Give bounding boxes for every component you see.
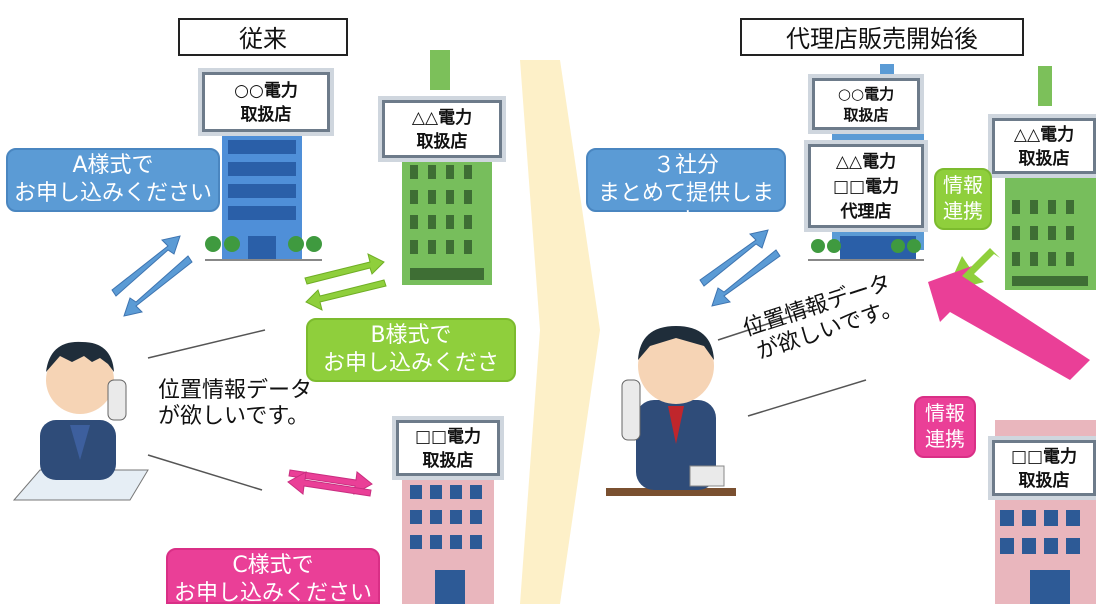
- title-after: 代理店販売開始後: [740, 18, 1024, 56]
- customer-speech-before-line1: 位置情報データ: [158, 378, 313, 403]
- arrows-pink-left: [287, 469, 373, 497]
- bubble-form-a: A様式で お申し込みください: [6, 148, 220, 212]
- bubble-form-b-line1: B様式で: [370, 323, 452, 348]
- sign-company-b: △△電力 取扱店: [382, 100, 502, 158]
- bubble-agency-offer-line1: ３社分: [652, 153, 719, 178]
- sign-right-company-c-type: 取扱店: [1018, 471, 1070, 491]
- building-a: [205, 130, 322, 261]
- customer-worried: [12, 341, 149, 501]
- sign-right-company-c-name: □□電力: [1010, 447, 1078, 467]
- bubble-agency-offer: ３社分 まとめて提供します: [586, 148, 786, 234]
- bubble-info-link-green-line1: 情報: [943, 173, 983, 197]
- bubble-form-c: C様式で お申し込みください: [166, 548, 380, 606]
- building-b: [402, 50, 492, 285]
- sign-company-a-type: 取扱店: [240, 105, 292, 125]
- bubble-form-b: B様式で お申し込みください: [306, 318, 516, 404]
- bubble-info-link-green-line2: 連携: [943, 199, 983, 223]
- title-before: 従来: [178, 18, 348, 56]
- sign-right-company-c: □□電力 取扱店: [992, 440, 1096, 496]
- sign-company-a-name: ○○電力: [234, 81, 298, 101]
- bubble-info-link-green: 情報 連携: [934, 168, 992, 230]
- customer-calm: [606, 326, 736, 496]
- bubble-info-link-pink-line1: 情報: [925, 401, 965, 425]
- sign-company-c: □□電力 取扱店: [396, 420, 500, 476]
- bubble-info-link-pink-line2: 連携: [925, 427, 965, 451]
- bubble-form-c-line2: お申し込みください: [174, 581, 373, 606]
- sign-right-company-a-name: ○○電力: [837, 85, 895, 103]
- sign-agency-line3: 代理店: [840, 202, 892, 222]
- arrows-blue-right: [699, 229, 781, 307]
- building-c: [402, 470, 494, 604]
- arrow-pink-right: [928, 266, 1090, 380]
- bubble-form-b-line2: お申し込みください: [322, 351, 499, 404]
- sign-right-company-a-type: 取扱店: [843, 106, 889, 124]
- sign-right-company-a: ○○電力 取扱店: [812, 78, 920, 130]
- sign-company-b-type: 取扱店: [416, 132, 468, 152]
- sign-company-c-type: 取扱店: [422, 451, 474, 471]
- sign-right-company-b-type: 取扱店: [1018, 149, 1070, 169]
- bubble-form-c-line1: C様式で: [232, 553, 314, 578]
- bubble-form-a-line2: お申し込みください: [14, 181, 213, 206]
- sign-right-company-b-name: △△電力: [1013, 125, 1075, 145]
- customer-speech-before: 位置情報データ が欲しいです。: [158, 378, 312, 430]
- sign-company-c-name: □□電力: [414, 427, 482, 447]
- sign-right-company-b: △△電力 取扱店: [992, 118, 1096, 174]
- bubble-info-link-pink: 情報 連携: [914, 396, 976, 458]
- sign-company-b-name: △△電力: [411, 108, 473, 128]
- sign-agency-line2: □□電力: [832, 177, 900, 197]
- building-right-green: [1005, 66, 1096, 290]
- arrows-blue-left: [111, 235, 193, 317]
- arrows-green-left: [304, 253, 387, 311]
- sign-company-a: ○○電力 取扱店: [202, 72, 330, 132]
- customer-speech-before-line2: が欲しいです。: [158, 404, 310, 429]
- sign-agency: △△電力 □□電力 代理店: [808, 144, 924, 228]
- divider-arrow: [520, 60, 600, 604]
- sign-agency-line1: △△電力: [835, 152, 897, 172]
- bubble-form-a-line1: A様式で: [72, 153, 154, 178]
- bubble-agency-offer-line2: まとめて提供します: [597, 181, 774, 234]
